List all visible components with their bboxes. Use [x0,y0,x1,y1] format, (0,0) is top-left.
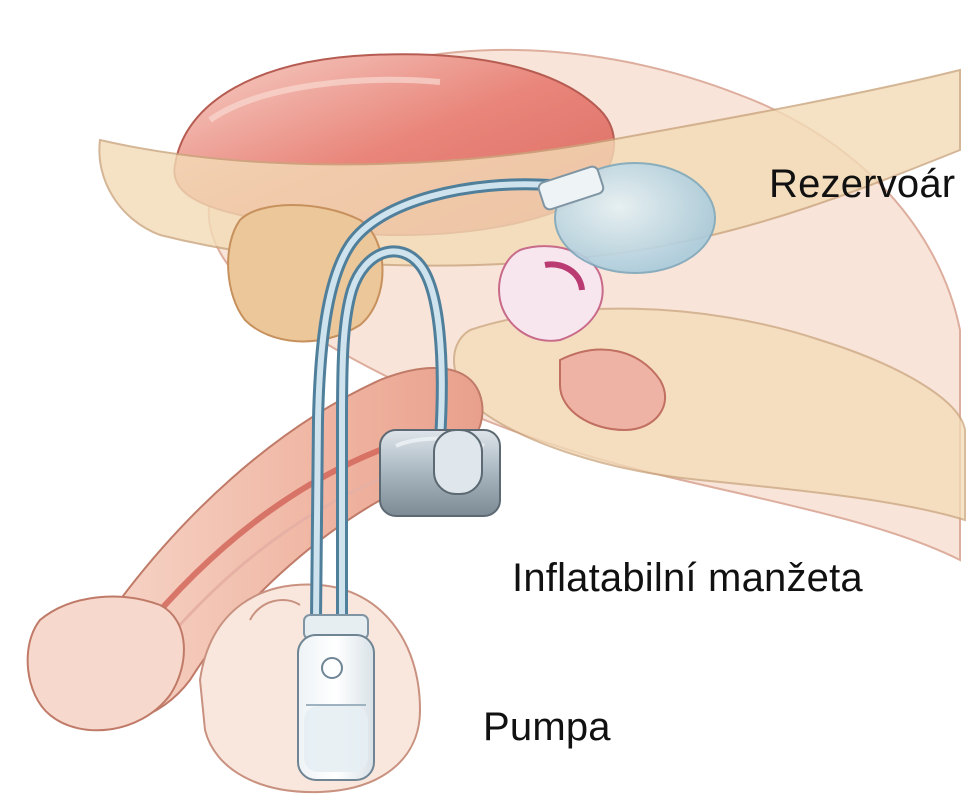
inflatable-cuff [380,430,500,516]
label-inflatable-cuff: Inflatabilní manžeta [512,556,863,601]
label-reservoir: Rezervoár [769,162,955,207]
pump [298,615,374,780]
label-pump: Pumpa [483,705,611,750]
